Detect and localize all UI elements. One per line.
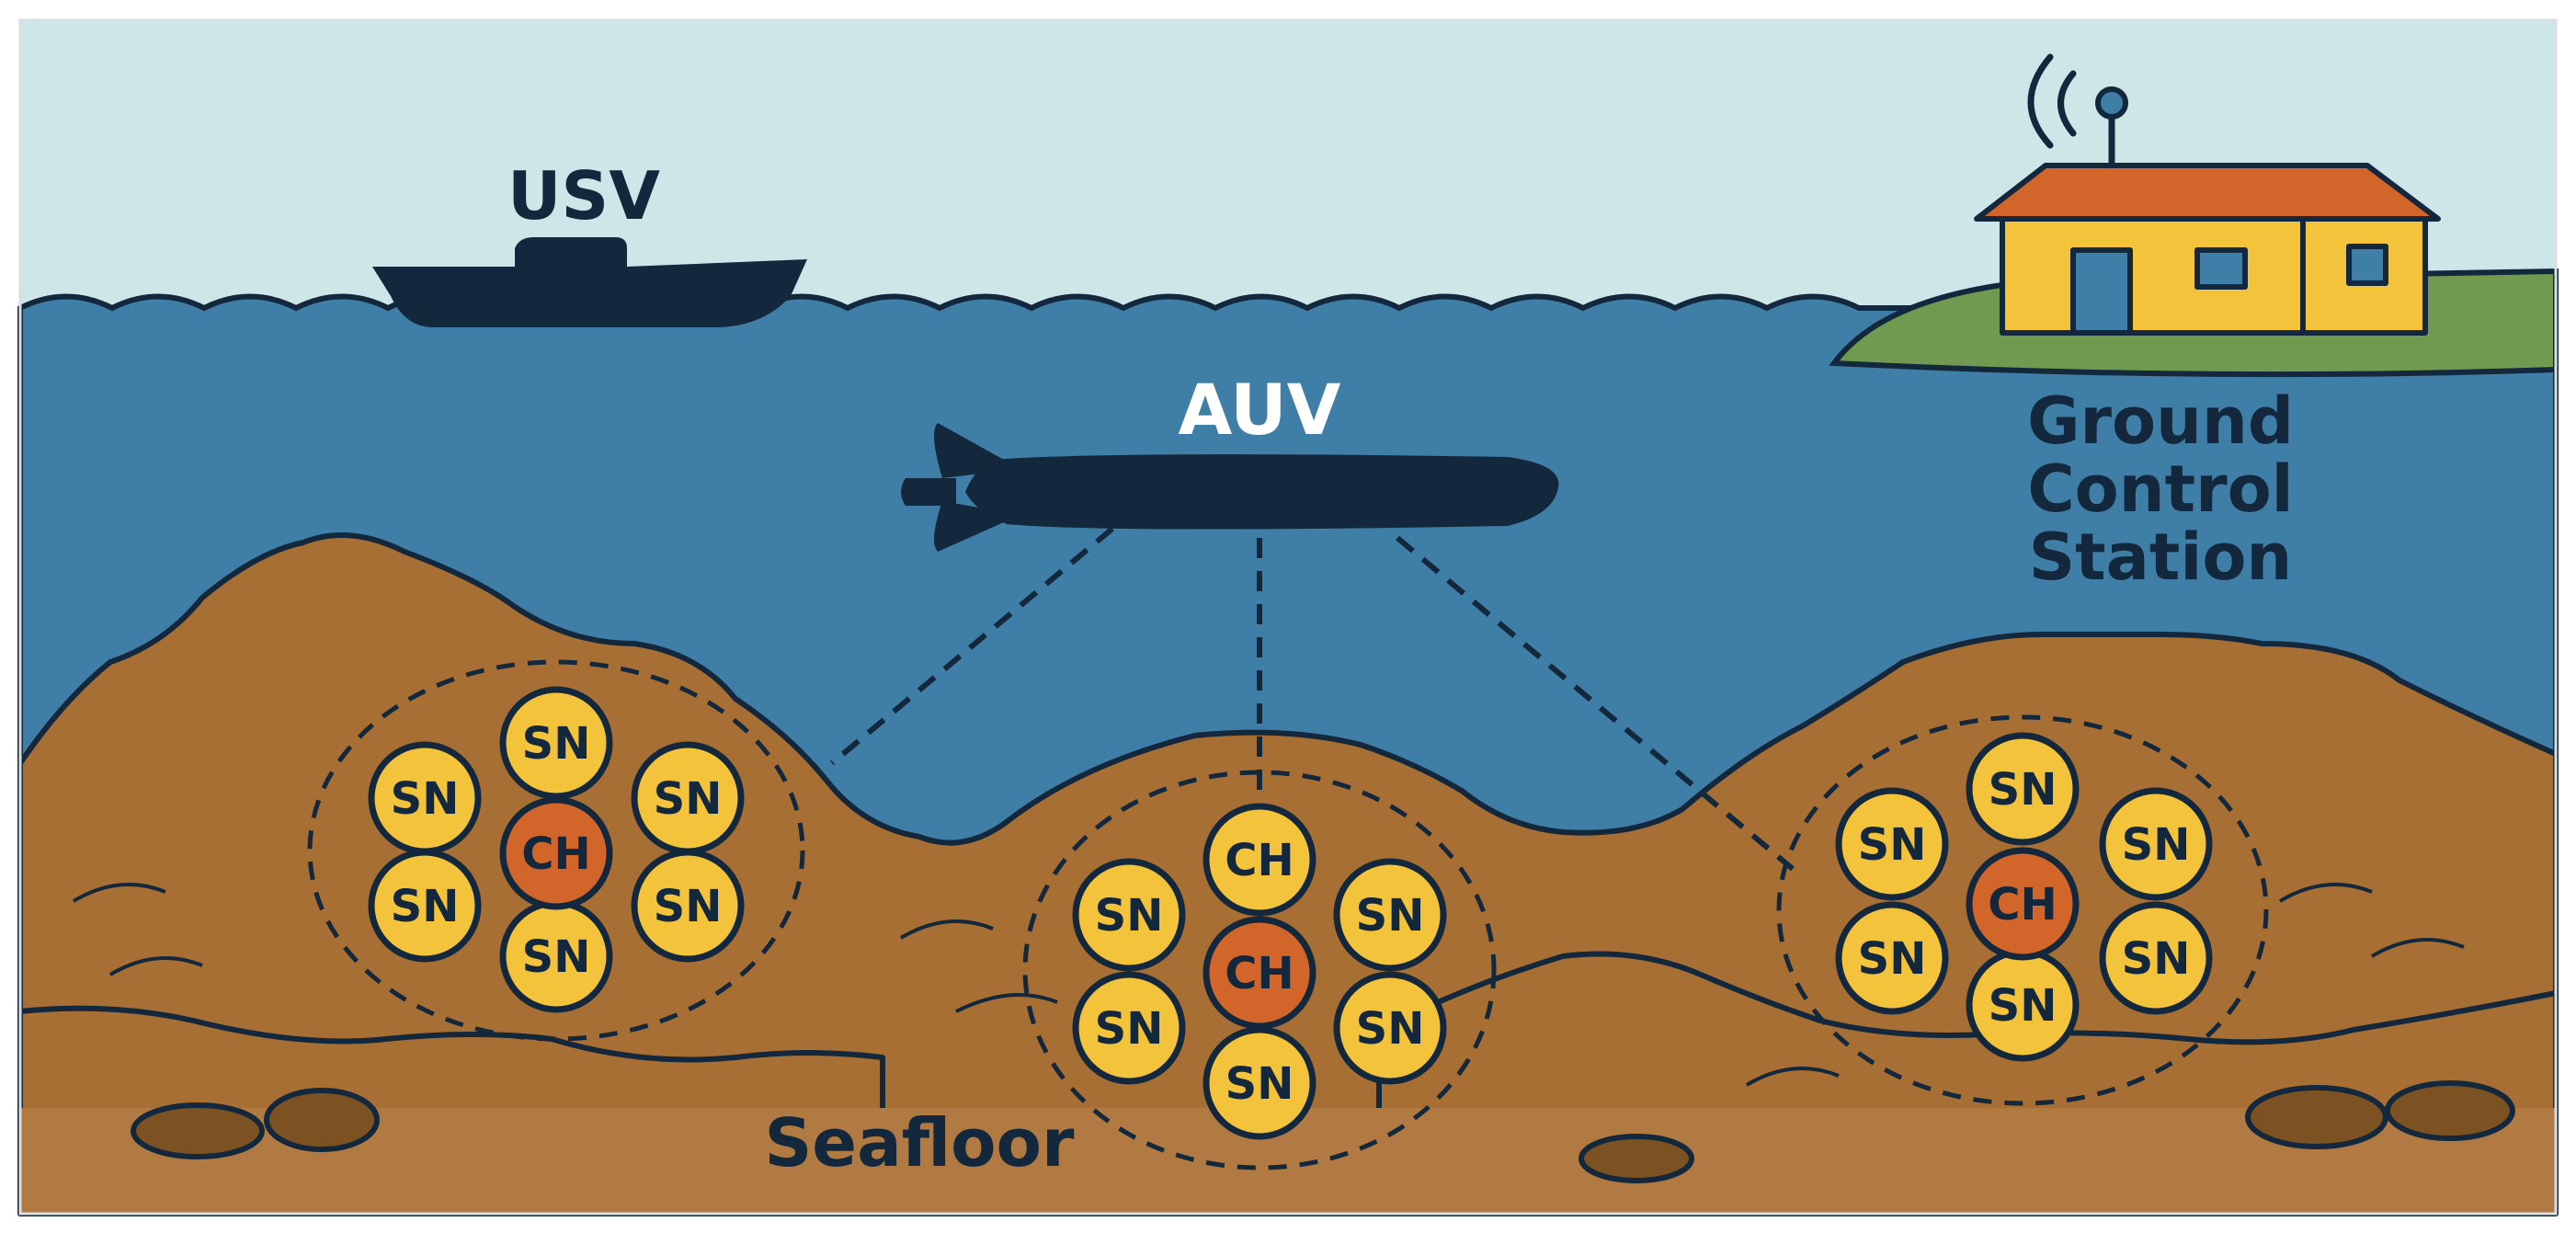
cluster-head-node-1-center0: CH: [1203, 916, 1316, 1030]
sensor-node-2-ring0: SN: [1966, 732, 2080, 846]
cluster-head-node-0-center0: CH: [499, 796, 613, 910]
sensor-node-0-ring3: SN: [499, 899, 613, 1013]
node-circle: [1966, 732, 2080, 846]
cluster-boundary-middle: [1022, 770, 1497, 1170]
node-circle: [1072, 971, 1186, 1085]
node-label: SN: [1989, 980, 2057, 1032]
acoustic-links: [830, 526, 1795, 872]
node-circle: [1333, 971, 1447, 1085]
node-circle: [1835, 787, 1949, 901]
node-label: SN: [1225, 1058, 1294, 1110]
sensor-node-0-ring2: SN: [631, 849, 745, 963]
node-circle: [1203, 803, 1316, 917]
node-label: CH: [521, 828, 590, 880]
node-circle: [1072, 858, 1186, 972]
sensor-node-2-ring5: SN: [1835, 787, 1949, 901]
node-circle: [1203, 1026, 1316, 1140]
sensor-node-1-ring4: SN: [1072, 971, 1186, 1085]
node-circle: [1966, 847, 2080, 961]
frame: [18, 18, 2558, 1216]
node-circle: [2099, 787, 2213, 901]
ground-control-station-line-2: Control: [2027, 451, 2293, 527]
sensor-node-1-ring1: SN: [1333, 858, 1447, 972]
node-label: SN: [1095, 1003, 1164, 1055]
sensor-node-0-ring0: SN: [499, 686, 613, 800]
auv-icon: [901, 423, 1559, 552]
node-label: SN: [654, 773, 723, 825]
node-label: SN: [1356, 890, 1425, 942]
auv-label: AUV: [1178, 369, 1340, 451]
link-right: [1396, 535, 1795, 872]
cluster-layer: SN SN SN SN SN SN CH CH SN SN SN SN SN CH SN SN SN SN SN SN…: [368, 686, 2213, 1140]
node-label: SN: [391, 773, 460, 825]
sensor-node-2-ring1: SN: [2099, 787, 2213, 901]
node-label: SN: [1356, 1003, 1425, 1055]
node-label: CH: [1225, 835, 1294, 886]
usv-icon: [372, 237, 807, 327]
sensor-node-1-ring2: SN: [1333, 971, 1447, 1085]
node-label: SN: [1095, 890, 1164, 942]
node-circle: [499, 796, 613, 910]
sensor-node-0-ring5: SN: [368, 741, 482, 855]
node-label: SN: [522, 718, 591, 770]
node-label: SN: [1858, 819, 1927, 871]
node-label: SN: [391, 881, 460, 932]
node-circle: [2099, 901, 2213, 1015]
ground-control-station-line-3: Station: [2029, 519, 2293, 595]
link-left: [830, 526, 1114, 766]
node-label: SN: [654, 881, 723, 932]
node-label: SN: [2122, 819, 2191, 871]
cluster-boundary-right: [1776, 714, 2269, 1106]
sensor-node-1-ring5: SN: [1072, 858, 1186, 972]
node-label: SN: [1858, 933, 1927, 985]
sensor-node-2-ring2: SN: [2099, 901, 2213, 1015]
node-circle: [1835, 901, 1949, 1015]
node-label: SN: [1989, 764, 2057, 816]
sensor-node-2-ring4: SN: [1835, 901, 1949, 1015]
sensor-node-2-ring3: SN: [1966, 948, 2080, 1062]
node-label: SN: [522, 931, 591, 983]
sensor-node-1-ring3: SN: [1203, 1026, 1316, 1140]
node-circle: [1333, 858, 1447, 972]
node-circle: [1203, 916, 1316, 1030]
sensor-node-0-ring4: SN: [368, 849, 482, 963]
ground-control-station-icon: [1974, 53, 2441, 336]
node-circle: [368, 741, 482, 855]
node-circle: [631, 849, 745, 963]
node-circle: [499, 686, 613, 800]
node-label: CH: [1988, 879, 2057, 930]
seafloor-label: Seafloor: [764, 1104, 1075, 1182]
sensor-node-0-ring1: SN: [631, 741, 745, 855]
node-label: SN: [2122, 933, 2191, 985]
cluster-boundaries: [307, 659, 2269, 1170]
cluster-head-node-1-ring0: CH: [1203, 803, 1316, 917]
node-label: CH: [1225, 948, 1294, 999]
usv-label: USV: [507, 157, 660, 234]
cluster-boundary-left: [307, 659, 805, 1042]
cluster-head-node-2-center0: CH: [1966, 847, 2080, 961]
ground-control-station-label: Ground Control Station: [2027, 383, 2294, 595]
ground-control-station-line-1: Ground: [2027, 383, 2294, 459]
seafloor: [17, 532, 2559, 1216]
